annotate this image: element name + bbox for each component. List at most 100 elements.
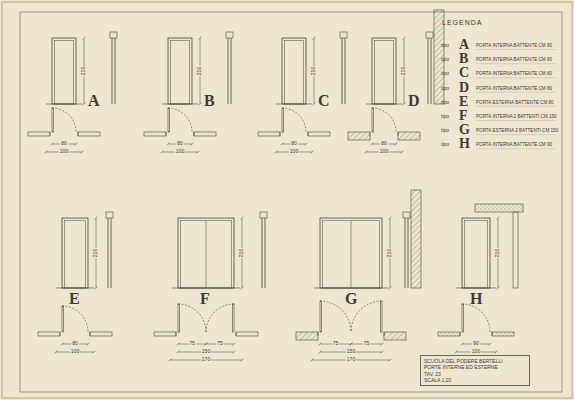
type-letter: H xyxy=(470,290,482,308)
drawing-line xyxy=(281,143,284,146)
drawing-line xyxy=(381,351,384,354)
drawing-line xyxy=(169,359,172,362)
legend-rule xyxy=(476,49,556,50)
drawing-rect xyxy=(403,212,410,218)
drawing-line xyxy=(166,132,167,136)
drawing-line xyxy=(428,38,429,104)
dimension: 210 xyxy=(239,248,245,258)
sheet-frame xyxy=(20,12,562,392)
drawing-line xyxy=(50,132,51,136)
type-letter: F xyxy=(200,290,210,308)
dimension: 210 xyxy=(197,66,203,76)
drawing-rect xyxy=(475,204,523,212)
title-block-text: TAV. 23 xyxy=(424,371,526,377)
drawing-line xyxy=(111,218,112,288)
door-swing xyxy=(52,108,76,132)
legend-rule xyxy=(476,77,556,78)
drawing-rect xyxy=(168,108,170,132)
drawing-line xyxy=(231,38,232,104)
drawing-line xyxy=(176,332,177,336)
drawing-line xyxy=(162,104,198,105)
drawing-rect xyxy=(38,332,60,336)
drawing-rect xyxy=(285,41,304,105)
drawing-line xyxy=(313,37,316,40)
drawing-line xyxy=(177,351,180,354)
dimension: 210 xyxy=(93,248,99,258)
drawing-line xyxy=(161,151,164,154)
drawing-line xyxy=(93,351,96,354)
title-block-text: SCUOLA DEL PODERE BERTELLI xyxy=(424,358,526,364)
drawing-line xyxy=(403,37,406,40)
drawing-line xyxy=(228,38,229,104)
dimension: 210 xyxy=(495,248,501,258)
drawing-rect xyxy=(110,32,117,38)
drawing-line xyxy=(366,104,402,105)
drawing-line xyxy=(95,217,98,220)
legend-entry: PORTA INTERNA BATTENTE CM 80 xyxy=(476,71,552,76)
dimension: 100 xyxy=(471,349,481,355)
drawing-rect xyxy=(323,221,380,289)
drawing-rect xyxy=(282,108,284,132)
drawing-rect xyxy=(236,332,258,336)
drawing-line xyxy=(431,38,432,104)
drawing-rect xyxy=(320,218,382,288)
dimension: 75 xyxy=(188,341,196,347)
drawing-line xyxy=(191,143,194,146)
legend-prefix: tipo xyxy=(441,142,449,148)
door-swing xyxy=(282,108,306,132)
drawing-line xyxy=(112,38,113,104)
dimension: 170 xyxy=(346,357,356,363)
drawing-line xyxy=(319,351,322,354)
legend-rule xyxy=(476,92,556,93)
legend-entry: PORTA ESTERNA BATTENTE CM 80 xyxy=(476,100,554,105)
dimension: 150 xyxy=(201,349,211,355)
dimension: 150 xyxy=(346,349,356,355)
drawing-rect xyxy=(513,212,518,288)
type-letter: H xyxy=(459,136,470,152)
drawing-line xyxy=(408,218,409,288)
legend-entry: PORTA INTERNA BATTENTE CM 90 xyxy=(476,142,552,147)
dimension: 210 xyxy=(401,66,407,76)
drawing-rect xyxy=(465,221,488,289)
type-letter: C xyxy=(318,92,330,110)
type-letter: G xyxy=(345,290,357,308)
drawing-rect xyxy=(65,221,86,289)
drawing-line xyxy=(389,217,392,220)
legend-prefix: tipo xyxy=(441,114,449,120)
legend-prefix: tipo xyxy=(441,43,449,49)
drawing-rect xyxy=(178,218,234,288)
drawing-line xyxy=(497,287,500,290)
type-letter: E xyxy=(459,94,468,110)
drawing-line xyxy=(395,143,398,146)
drawing-rect xyxy=(372,38,396,104)
drawing-rect xyxy=(233,304,235,332)
drawing-rect xyxy=(340,32,347,38)
drawing-line xyxy=(83,37,86,40)
type-letter: E xyxy=(69,290,80,308)
dimension: 80 xyxy=(176,141,184,147)
drawing-line xyxy=(60,332,61,336)
door-type-panel xyxy=(438,204,523,354)
drawing-rect xyxy=(308,132,330,136)
legend-entry: PORTA INTERNA BATTENTE CM 80 xyxy=(476,43,552,48)
drawing-rect xyxy=(462,218,490,288)
legend-prefix: tipo xyxy=(441,71,449,77)
drawing-line xyxy=(199,37,202,40)
dimension: 80 xyxy=(60,141,68,147)
drawing-rect xyxy=(154,332,176,336)
drawing-line xyxy=(205,343,208,346)
legend-entry: PORTA INTERNA BATTENTE CM 80 xyxy=(476,57,552,62)
drawing-rect xyxy=(178,304,180,332)
drawing-line xyxy=(389,287,392,290)
drawing-rect xyxy=(438,332,460,336)
dimension: 100 xyxy=(289,149,299,155)
legend-prefix: tipo xyxy=(441,128,449,134)
drawing-rect xyxy=(52,108,54,132)
drawing-line xyxy=(384,332,385,336)
drawing-line xyxy=(51,143,54,146)
drawing-rect xyxy=(144,132,166,136)
drawing-line xyxy=(351,221,352,289)
drawing-line xyxy=(241,287,244,290)
drawing-line xyxy=(318,332,319,336)
door-type-panel xyxy=(258,32,347,154)
